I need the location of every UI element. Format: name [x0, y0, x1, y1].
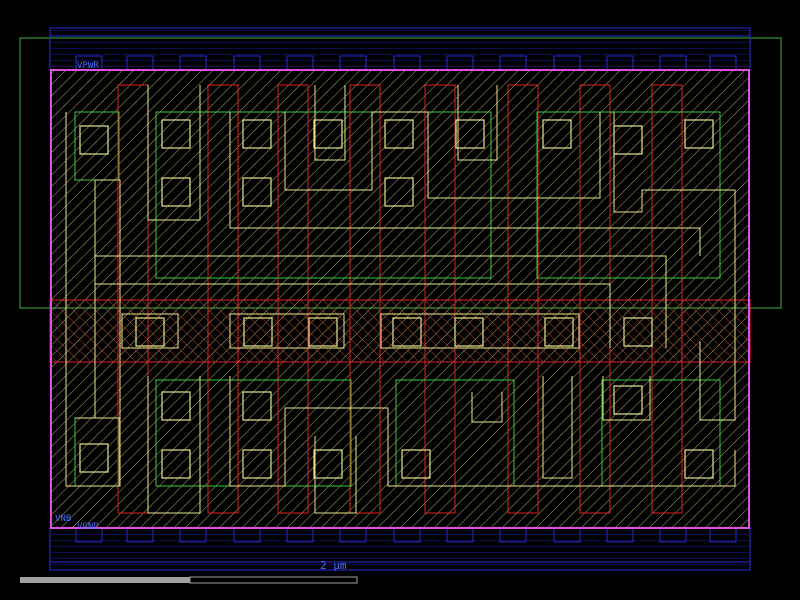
li1-fill	[50, 70, 750, 528]
vpwr-rail	[49, 27, 751, 71]
cell-boundary	[50, 69, 750, 529]
li1-routing	[65, 85, 736, 514]
poly-gates	[117, 84, 683, 514]
scale-bar-icon	[20, 576, 358, 584]
contacts	[79, 119, 714, 479]
vgnd-pin-label: VGND	[77, 522, 99, 532]
vpwr-pin-label: VPWR	[77, 61, 99, 71]
scale-bar-label: 2 µm	[320, 559, 347, 572]
diffusion-regions	[74, 111, 721, 487]
vnb-pin-label: VNB	[55, 514, 71, 524]
poly-band	[49, 299, 751, 363]
vgnd-rail	[49, 527, 751, 571]
